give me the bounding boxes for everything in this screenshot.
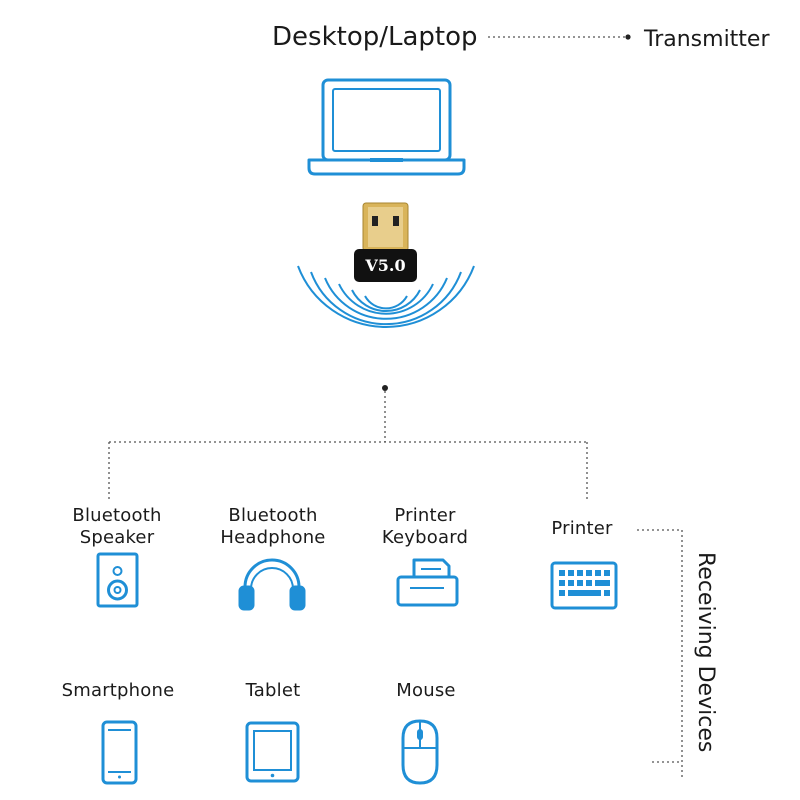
transmitter-role-label: Transmitter xyxy=(644,27,770,52)
receiving-devices-bracket xyxy=(637,529,683,780)
tree-connector-dot xyxy=(382,385,388,391)
tree-connector xyxy=(108,391,588,500)
device-label-mouse: Mouse xyxy=(396,680,456,701)
device-label-smartphone: Smartphone xyxy=(61,680,175,701)
keyboard-icon xyxy=(550,561,618,610)
signal-waves-icon xyxy=(297,265,475,328)
dongle-version-badge: V5.0 xyxy=(365,256,406,275)
headphone-icon xyxy=(238,558,306,611)
device-label-headphone: Bluetooth Headphone xyxy=(220,505,326,548)
usb-dongle-icon xyxy=(354,202,417,282)
printer-icon xyxy=(396,558,459,607)
device-label-printer-keyboard: Printer Keyboard xyxy=(381,505,469,548)
mouse-icon xyxy=(401,719,439,785)
transmitter-connector-dot xyxy=(625,34,631,40)
transmitter-source-label: Desktop/Laptop xyxy=(272,22,478,52)
device-label-tablet: Tablet xyxy=(245,680,301,701)
device-label-speaker: Bluetooth Speaker xyxy=(72,505,162,548)
laptop-icon xyxy=(307,78,466,176)
device-label-printer: Printer xyxy=(551,518,613,539)
tablet-icon xyxy=(245,721,300,783)
speaker-icon xyxy=(96,552,139,608)
receiving-devices-label: Receiving Devices xyxy=(693,552,718,753)
smartphone-icon xyxy=(101,720,138,785)
